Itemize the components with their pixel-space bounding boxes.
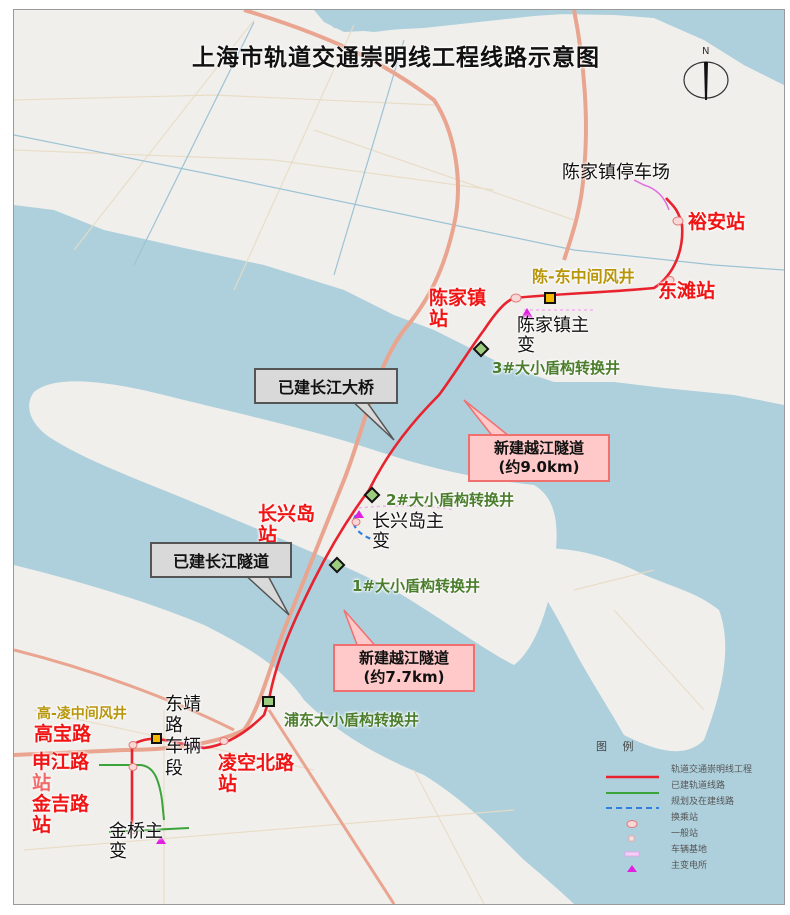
shaft1-icon (328, 556, 346, 574)
hengsha-island (519, 548, 726, 752)
legend-symbols (606, 775, 659, 872)
pudong-mainland (14, 565, 574, 904)
station-jinjilu-marker (128, 826, 138, 834)
shaft1-label: 1#大小盾构转换井 (352, 577, 481, 595)
vent-chen-dong-label: 陈-东中间风井 (532, 267, 635, 286)
station-markers (128, 216, 684, 834)
compass-north-label: N (702, 46, 710, 57)
depot-chenjiazhen-label: 陈家镇停车场 (562, 162, 670, 183)
legend-item-label: 规划及在建线路 (671, 796, 735, 807)
station-yuan-label: 裕安站 (688, 211, 746, 233)
map-legend: 图 例 轨道交通崇明线工程 已建轨道线路 规划及在建线路 换乘站 一般站 车辆基… (596, 738, 776, 872)
shaft-pudong-label: 浦东大小盾构转换井 (284, 711, 420, 729)
callout-new-tunnel-south: 新建越江隧道 (约7.7km) (333, 644, 475, 692)
station-chenjiazhen-label: 陈家镇 站 (429, 287, 487, 331)
substation-jinqiao-label: 金桥主 变 (109, 821, 163, 863)
shaft2-icon (363, 486, 381, 504)
substation-chenjiazhen-icon (521, 308, 533, 318)
legend-item-label: 已建轨道线路 (671, 780, 726, 791)
vent-gao-ling-icon (151, 733, 162, 744)
station-jinjilu-label: 金吉路 站 (32, 793, 90, 837)
vent-chen-dong-icon (544, 292, 556, 304)
map-title: 上海市轨道交通崇明线工程线路示意图 (192, 45, 600, 71)
callout-new-tunnel-north: 新建越江隧道 (约9.0km) (468, 434, 610, 482)
map-canvas (14, 10, 784, 904)
route-map: 上海市轨道交通崇明线工程线路示意图 N 裕安站 东滩站 陈家镇 站 长兴岛 站 … (13, 9, 785, 905)
legend-title: 图 例 (596, 740, 640, 753)
station-dongtan-label: 东滩站 (658, 280, 716, 302)
substation-changxingdao-icon (354, 510, 364, 518)
legend-item-label: 换乘站 (671, 812, 699, 823)
compass-icon (683, 61, 729, 100)
substation-jinqiao-icon (156, 836, 166, 844)
station-lingkongbeilu-label: 凌空北路 站 (218, 752, 295, 796)
legend-item-label: 轨道交通崇明线工程 (671, 764, 753, 775)
callout-existing-bridge: 已建长江大桥 (254, 368, 398, 404)
callout-existing-tunnel: 已建长江隧道 (150, 542, 292, 578)
station-dongtan-marker (665, 276, 675, 284)
legend-item-label: 车辆基地 (671, 844, 708, 855)
station-gaobaolu-marker (128, 741, 138, 749)
chongming-line-route (130, 197, 684, 832)
shaft3-label: 3#大小盾构转换井 (492, 359, 621, 377)
station-lingkongbeilu-marker (219, 737, 229, 745)
substation-chenjiazhen-label: 陈家镇主 变 (517, 315, 589, 357)
shaft2-label: 2#大小盾构转换井 (386, 491, 515, 509)
shaft-pudong-icon (262, 696, 275, 707)
station-shenjianglu-label: 申江路 站 (32, 751, 90, 795)
shield-shafts (262, 340, 490, 707)
shaft3-icon (472, 340, 490, 358)
station-gaobaolu-label: 高宝路 (34, 723, 92, 745)
station-shenjianglu-marker (128, 763, 138, 771)
chongming-island (14, 10, 784, 405)
substation-changxingdao-label: 长兴岛主 变 (372, 511, 444, 553)
legend-item-label: 主变电所 (671, 860, 708, 871)
vent-gao-ling-label: 高-凌中间风井 (37, 706, 127, 722)
legend-item-label: 一般站 (671, 828, 699, 839)
changxing-island (29, 381, 557, 665)
existing-metro-lines (99, 764, 190, 833)
station-changxingdao-label: 长兴岛 站 (258, 503, 316, 547)
station-changxingdao-marker (351, 518, 361, 526)
station-chenjiazhen-marker (510, 293, 522, 303)
depot-dongjinglu-label: 东靖 路 车辆 段 (165, 694, 201, 779)
station-yuan-marker (672, 216, 684, 226)
